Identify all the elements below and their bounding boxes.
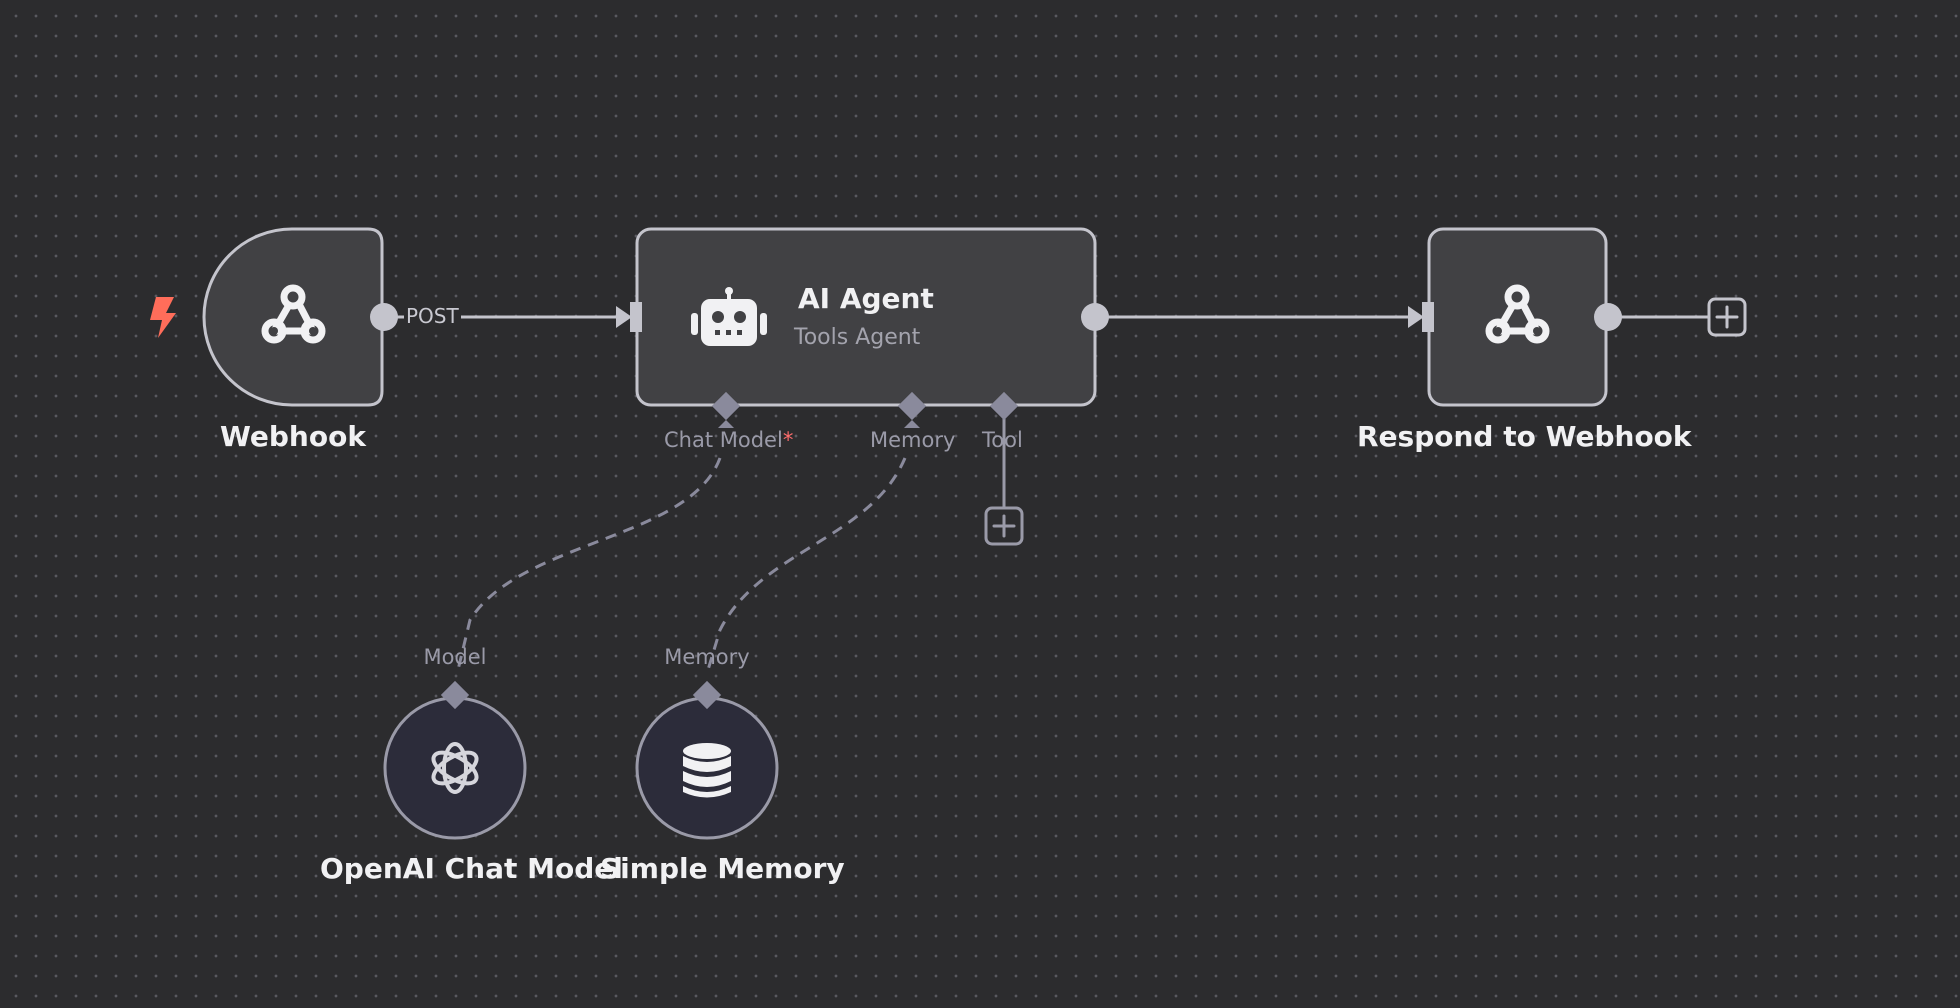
memory-port[interactable]: [897, 391, 927, 421]
webhook-output-port[interactable]: [370, 303, 398, 331]
chat-model-port-label: Chat Model*: [664, 428, 794, 452]
agent-input-port[interactable]: [630, 302, 642, 332]
ai-agent-node[interactable]: [630, 227, 1109, 421]
port-arrow-icon: [904, 420, 920, 428]
webhook-output-label: POST: [404, 304, 461, 328]
connection-memory[interactable]: [706, 457, 907, 671]
ai-agent-subtitle: Tools Agent: [794, 325, 921, 350]
chat-model-port[interactable]: [711, 391, 741, 421]
webhook-icon: [261, 284, 326, 344]
agent-output-port[interactable]: [1081, 303, 1109, 331]
respond-output-port[interactable]: [1594, 303, 1622, 331]
openai-icon: [431, 742, 479, 794]
add-node-button[interactable]: [1707, 297, 1747, 337]
memory-node-label: Simple Memory: [600, 852, 845, 885]
database-icon: [683, 743, 731, 798]
webhook-node-label: Webhook: [220, 420, 366, 453]
arrowhead-icon: [616, 306, 632, 328]
memory-output-port[interactable]: [692, 680, 722, 710]
memory-node-port-label: Memory: [664, 645, 750, 669]
ai-agent-title: AI Agent: [798, 282, 934, 315]
trigger-bolt-icon: [150, 297, 176, 338]
respond-input-port[interactable]: [1422, 302, 1434, 332]
tool-port[interactable]: [989, 391, 1019, 421]
webhook-node[interactable]: [202, 227, 398, 407]
openai-node-label: OpenAI Chat Model: [320, 852, 623, 885]
memory-port-label: Memory: [870, 428, 956, 452]
simple-memory-node[interactable]: [635, 680, 779, 840]
webhook-icon: [1485, 284, 1550, 344]
port-arrow-icon: [718, 420, 734, 428]
add-tool-button[interactable]: [984, 506, 1024, 546]
model-port-label: Model: [423, 645, 487, 669]
connection-chat-model[interactable]: [456, 457, 722, 671]
robot-icon: [691, 287, 767, 346]
arrowhead-icon: [1408, 306, 1424, 328]
respond-to-webhook-node[interactable]: [1422, 227, 1622, 407]
model-output-port[interactable]: [440, 680, 470, 710]
required-marker: *: [782, 428, 794, 452]
tool-port-label: Tool: [982, 428, 1023, 452]
respond-node-label: Respond to Webhook: [1357, 420, 1692, 453]
openai-chat-model-node[interactable]: [383, 680, 527, 840]
